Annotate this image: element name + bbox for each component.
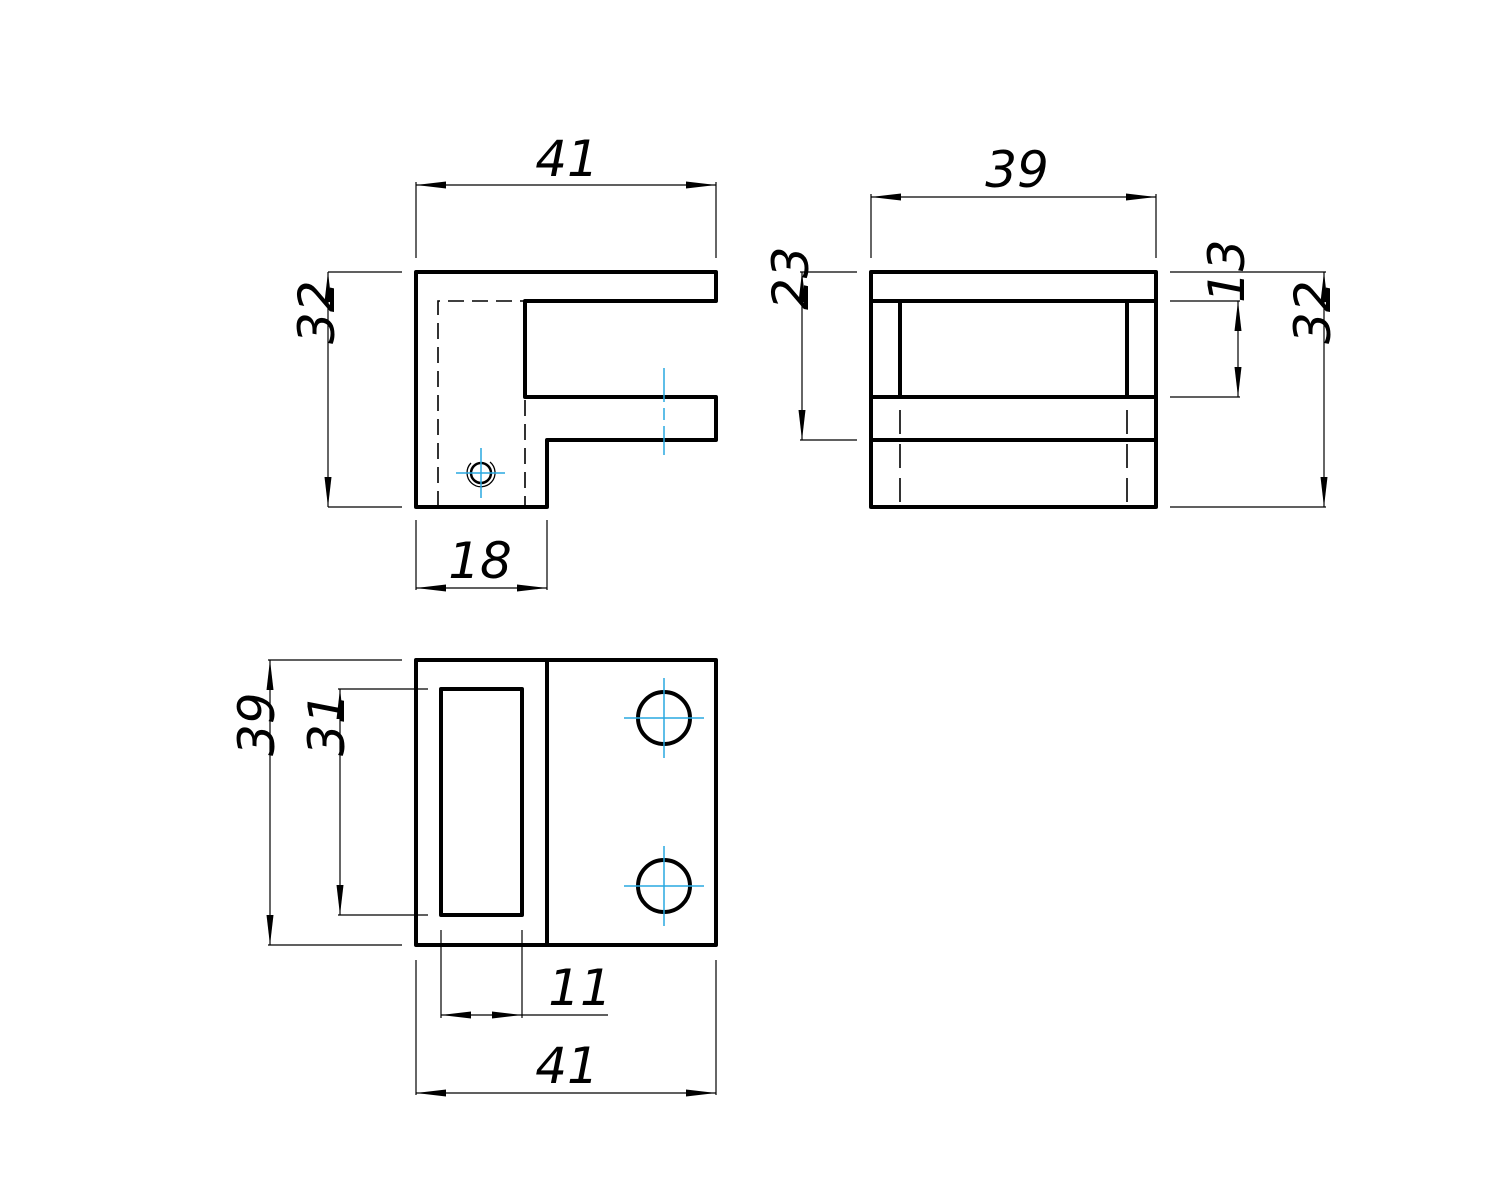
dim-leg: 18: [448, 532, 512, 590]
dim-top-width: 41: [535, 1037, 599, 1095]
hidden-line: [437, 300, 525, 507]
hidden-line: [899, 410, 1128, 507]
dim-top-depth: 39: [228, 692, 286, 756]
centerline: [456, 448, 505, 498]
dimensions: 41 32 18 39 23 13 32 39 31 11: [228, 130, 1342, 1097]
dim-front-height: 32: [288, 280, 346, 344]
dim-pocket-width: 11: [548, 959, 612, 1017]
dim-side-inner: 13: [1198, 239, 1256, 303]
front-view: [414, 270, 718, 509]
pocket: [439, 687, 524, 917]
dim-pocket-length: 31: [298, 692, 356, 756]
side-edges: [869, 299, 1158, 442]
dim-side-height: 32: [1284, 280, 1342, 344]
top-outline: [414, 658, 718, 947]
centerline: [624, 678, 704, 926]
dim-side-slot: 23: [762, 246, 820, 310]
side-outline: [869, 270, 1158, 509]
side-view: [869, 270, 1158, 509]
top-view: [414, 658, 718, 947]
dim-front-width: 41: [535, 130, 599, 188]
dim-side-width: 39: [985, 141, 1049, 199]
thread-arc: [466, 461, 496, 488]
front-outline: [414, 270, 718, 509]
